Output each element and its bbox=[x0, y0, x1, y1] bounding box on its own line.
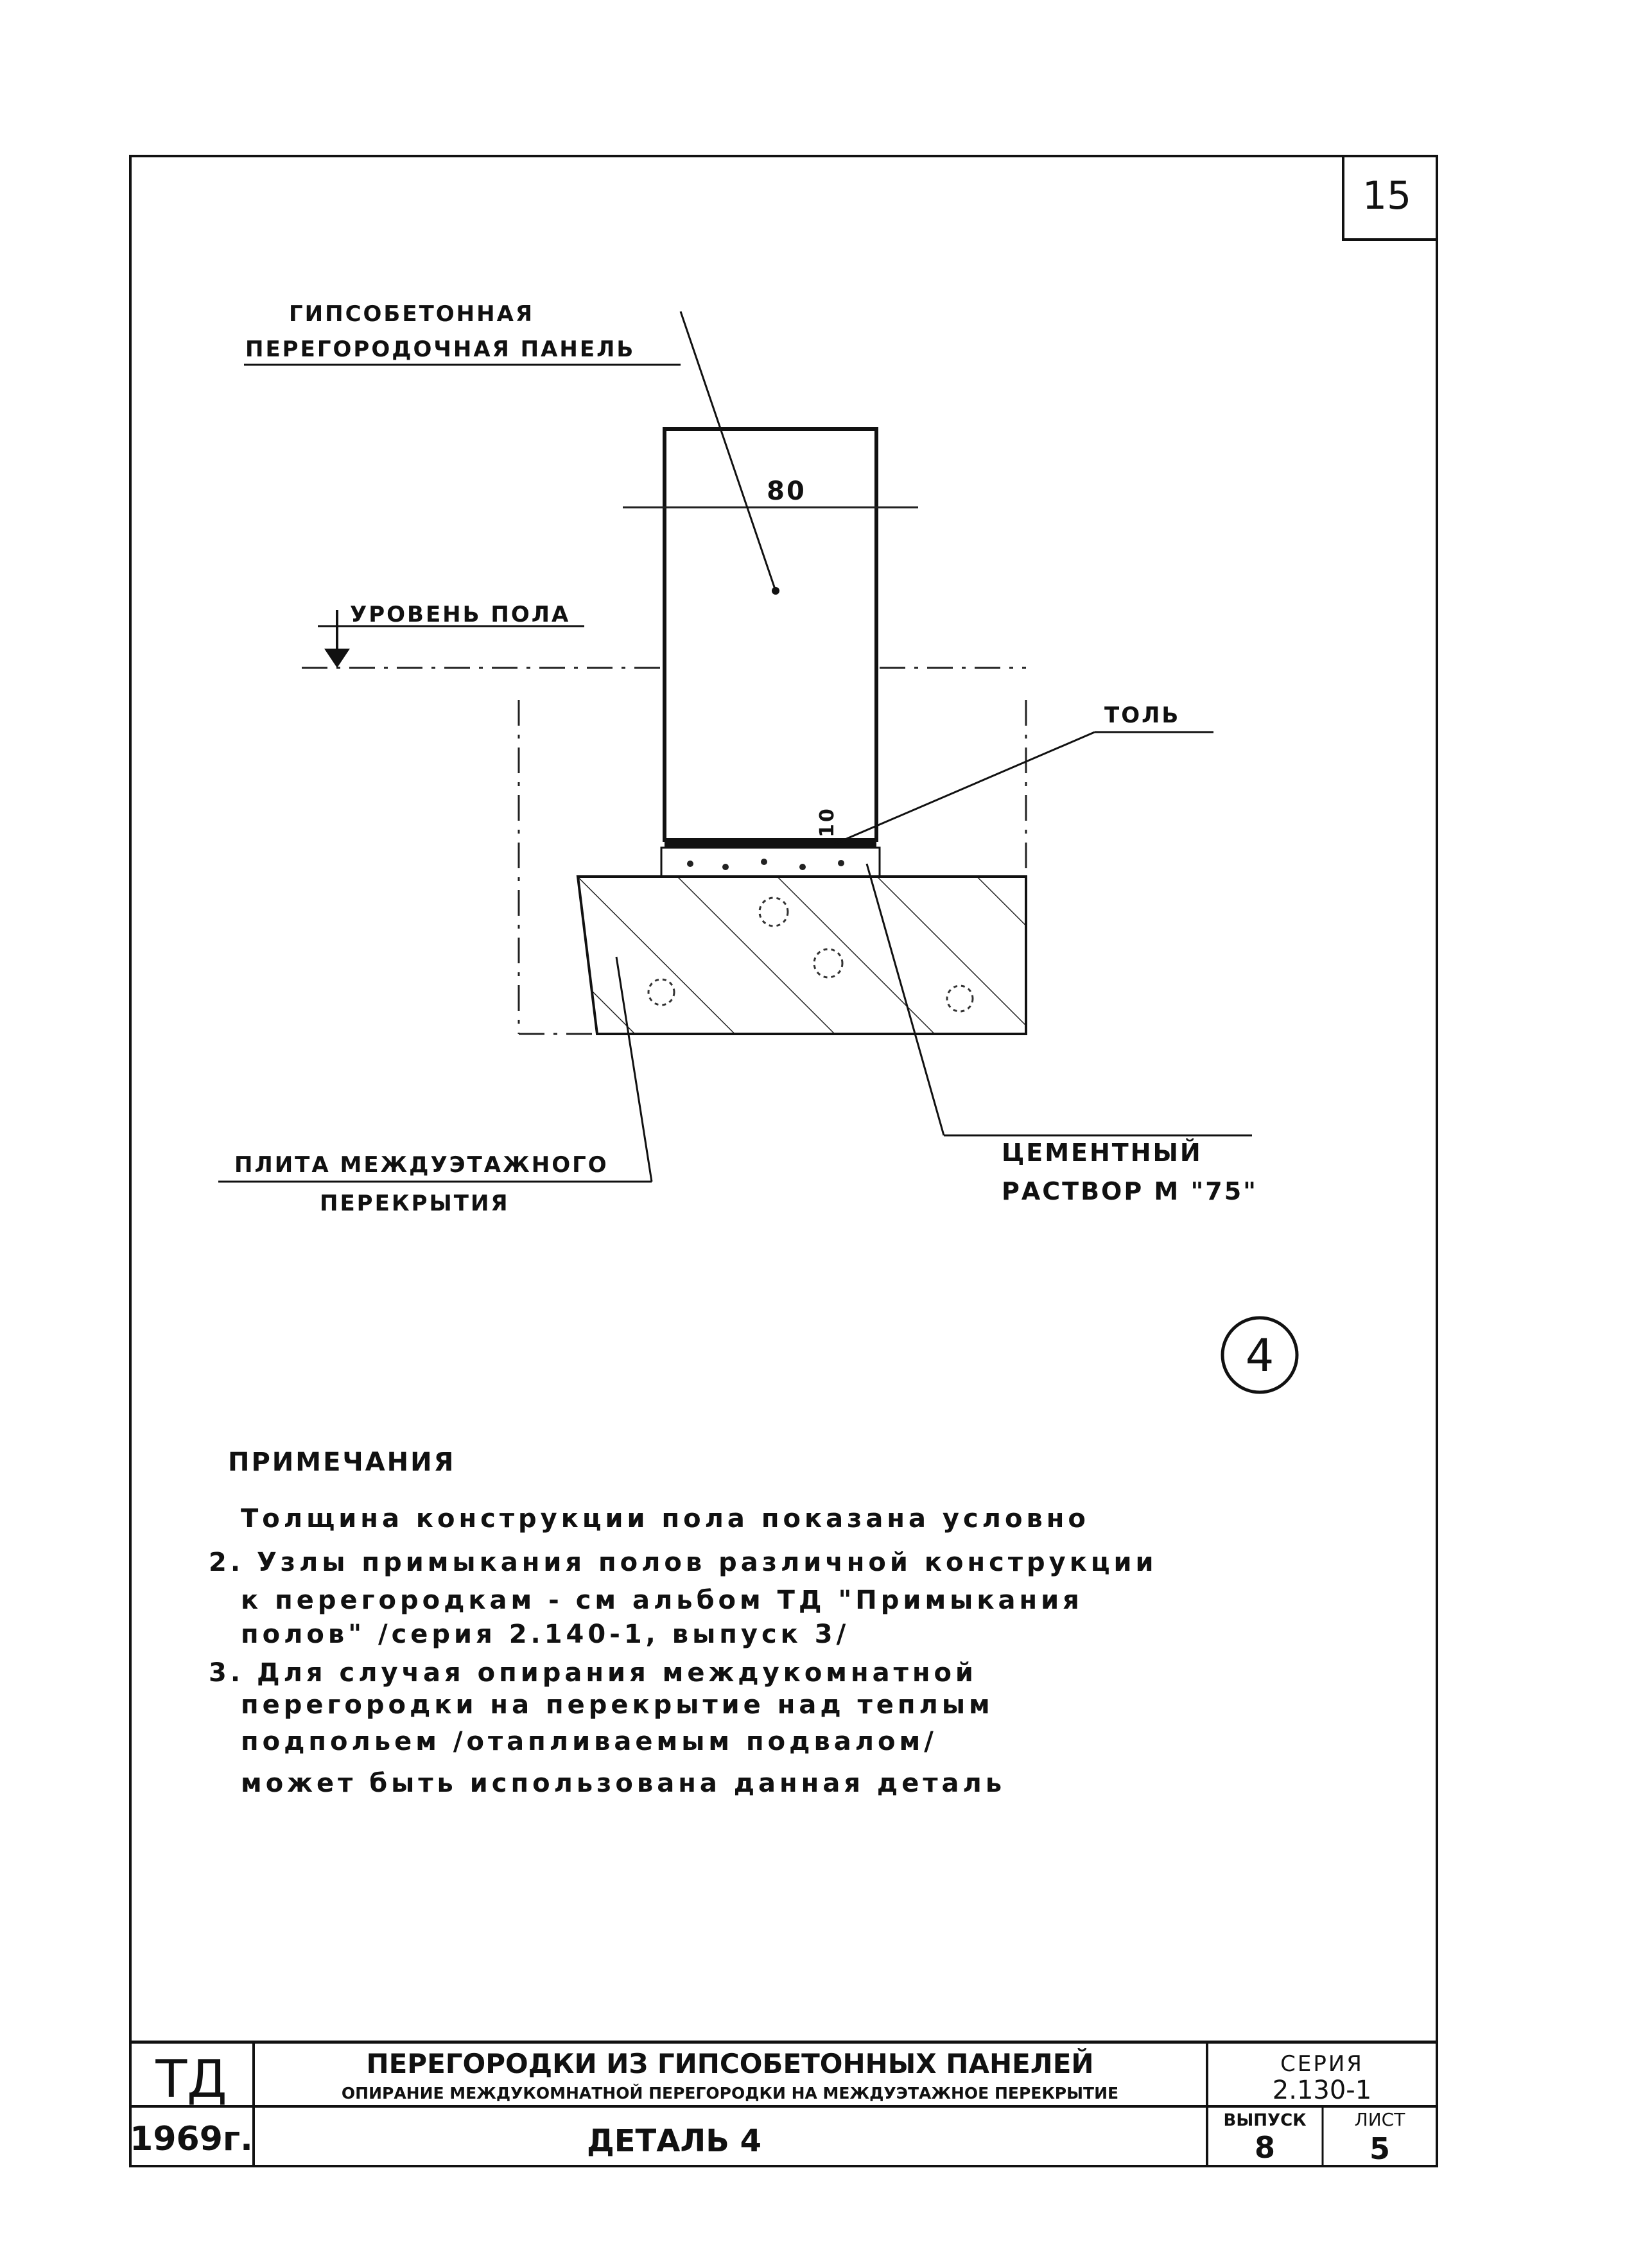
mortar-label-line1: ЦЕМЕНТНЫЙ bbox=[1002, 1139, 1203, 1167]
panel-leader-dot bbox=[772, 587, 779, 595]
panel-leader bbox=[679, 311, 777, 591]
slab-aggregate bbox=[647, 978, 675, 1006]
drawing-title: ПЕРЕГОРОДКИ ИЗ ГИПСОБЕТОННЫХ ПАНЕЛЕЙ bbox=[366, 2047, 1093, 2079]
note-line: к перегородкам - см альбом ТД "Примыкани… bbox=[241, 1586, 1083, 1615]
mortar-grain bbox=[761, 859, 767, 865]
note-line: подпольем /отапливаемым подвалом/ bbox=[241, 1727, 937, 1756]
floor-level-marker-arrow bbox=[324, 649, 350, 668]
title-block: ТД 1969г. ПЕРЕГОРОДКИ ИЗ ГИПСОБЕТОННЫХ П… bbox=[130, 2040, 1437, 2166]
floor-slab bbox=[576, 875, 1027, 1035]
slab-label-line1: ПЛИТА МЕЖДУЭТАЖНОГО bbox=[234, 1152, 609, 1178]
note-line: 3. Для случая опирания междукомнатной bbox=[209, 1658, 977, 1688]
note-line: Толщина конструкции пола показана условн… bbox=[241, 1504, 1090, 1534]
tol-label: ТОЛЬ bbox=[1104, 703, 1180, 728]
mortar-grain bbox=[799, 864, 806, 870]
slab-aggregate bbox=[758, 896, 789, 927]
gypsum-concrete-panel bbox=[663, 427, 878, 842]
slab-label-line2: ПЕРЕКРЫТИЯ bbox=[320, 1191, 510, 1216]
note-line: полов" /серия 2.140-1, выпуск 3/ bbox=[241, 1620, 849, 1649]
panel-label-line1: ГИПСОБЕТОННАЯ bbox=[289, 301, 534, 327]
sheet-label: ЛИСТ bbox=[1355, 2109, 1406, 2130]
floor-level-label: УРОВЕНЬ ПОЛА bbox=[350, 602, 570, 627]
notes-block: ПРИМЕЧАНИЯ Толщина конструкции пола пока… bbox=[209, 1447, 1158, 1798]
slab-aggregate bbox=[813, 948, 844, 979]
sheet-number: 15 bbox=[1362, 173, 1411, 218]
detail-drawing: 80 10 УРОВЕНЬ ПОЛА ГИПСОБЕТОННАЯ ПЕРЕГОР… bbox=[218, 301, 1258, 1216]
mortar-bed bbox=[660, 846, 881, 878]
mortar-dimension: 10 bbox=[816, 807, 839, 837]
panel-label-line2: ПЕРЕГОРОДОЧНАЯ ПАНЕЛЬ bbox=[245, 337, 635, 362]
note-line: перегородки на перекрытие над теплым bbox=[241, 1690, 994, 1720]
mortar-grain bbox=[838, 860, 844, 866]
series-label: СЕРИЯ bbox=[1280, 2051, 1364, 2077]
note-line: может быть использована данная деталь bbox=[241, 1769, 1005, 1798]
sheet-number-box bbox=[1342, 155, 1438, 241]
tol-leader bbox=[834, 731, 1095, 845]
detail-title: ДЕТАЛЬ 4 bbox=[587, 2123, 761, 2159]
width-dimension: 80 bbox=[767, 477, 806, 506]
issue-number: 8 bbox=[1255, 2130, 1275, 2165]
year: 1969г. bbox=[130, 2120, 253, 2158]
mortar-label-line2: РАСТВОР М "75" bbox=[1002, 1177, 1258, 1205]
sheet-number-tb: 5 bbox=[1369, 2131, 1390, 2166]
sheet-frame bbox=[129, 155, 1438, 2167]
notes-heading: ПРИМЕЧАНИЯ bbox=[228, 1447, 455, 1477]
mortar-leader bbox=[865, 863, 945, 1136]
series-number: 2.130-1 bbox=[1273, 2076, 1371, 2105]
mortar-grain bbox=[722, 864, 729, 870]
detail-marker-circle bbox=[1221, 1316, 1299, 1394]
slab-leader bbox=[615, 956, 653, 1182]
detail-marker-number: 4 bbox=[1246, 1329, 1274, 1382]
mortar-grain bbox=[687, 861, 693, 867]
drawing-subtitle: ОПИРАНИЕ МЕЖДУКОМНАТНОЙ ПЕРЕГОРОДКИ НА М… bbox=[342, 2084, 1118, 2103]
slab-aggregate bbox=[946, 984, 974, 1013]
org-code: ТД bbox=[155, 2049, 227, 2109]
issue-label: ВЫПУСК bbox=[1224, 2111, 1307, 2130]
note-line: 2. Узлы примыкания полов различной конст… bbox=[209, 1548, 1158, 1577]
